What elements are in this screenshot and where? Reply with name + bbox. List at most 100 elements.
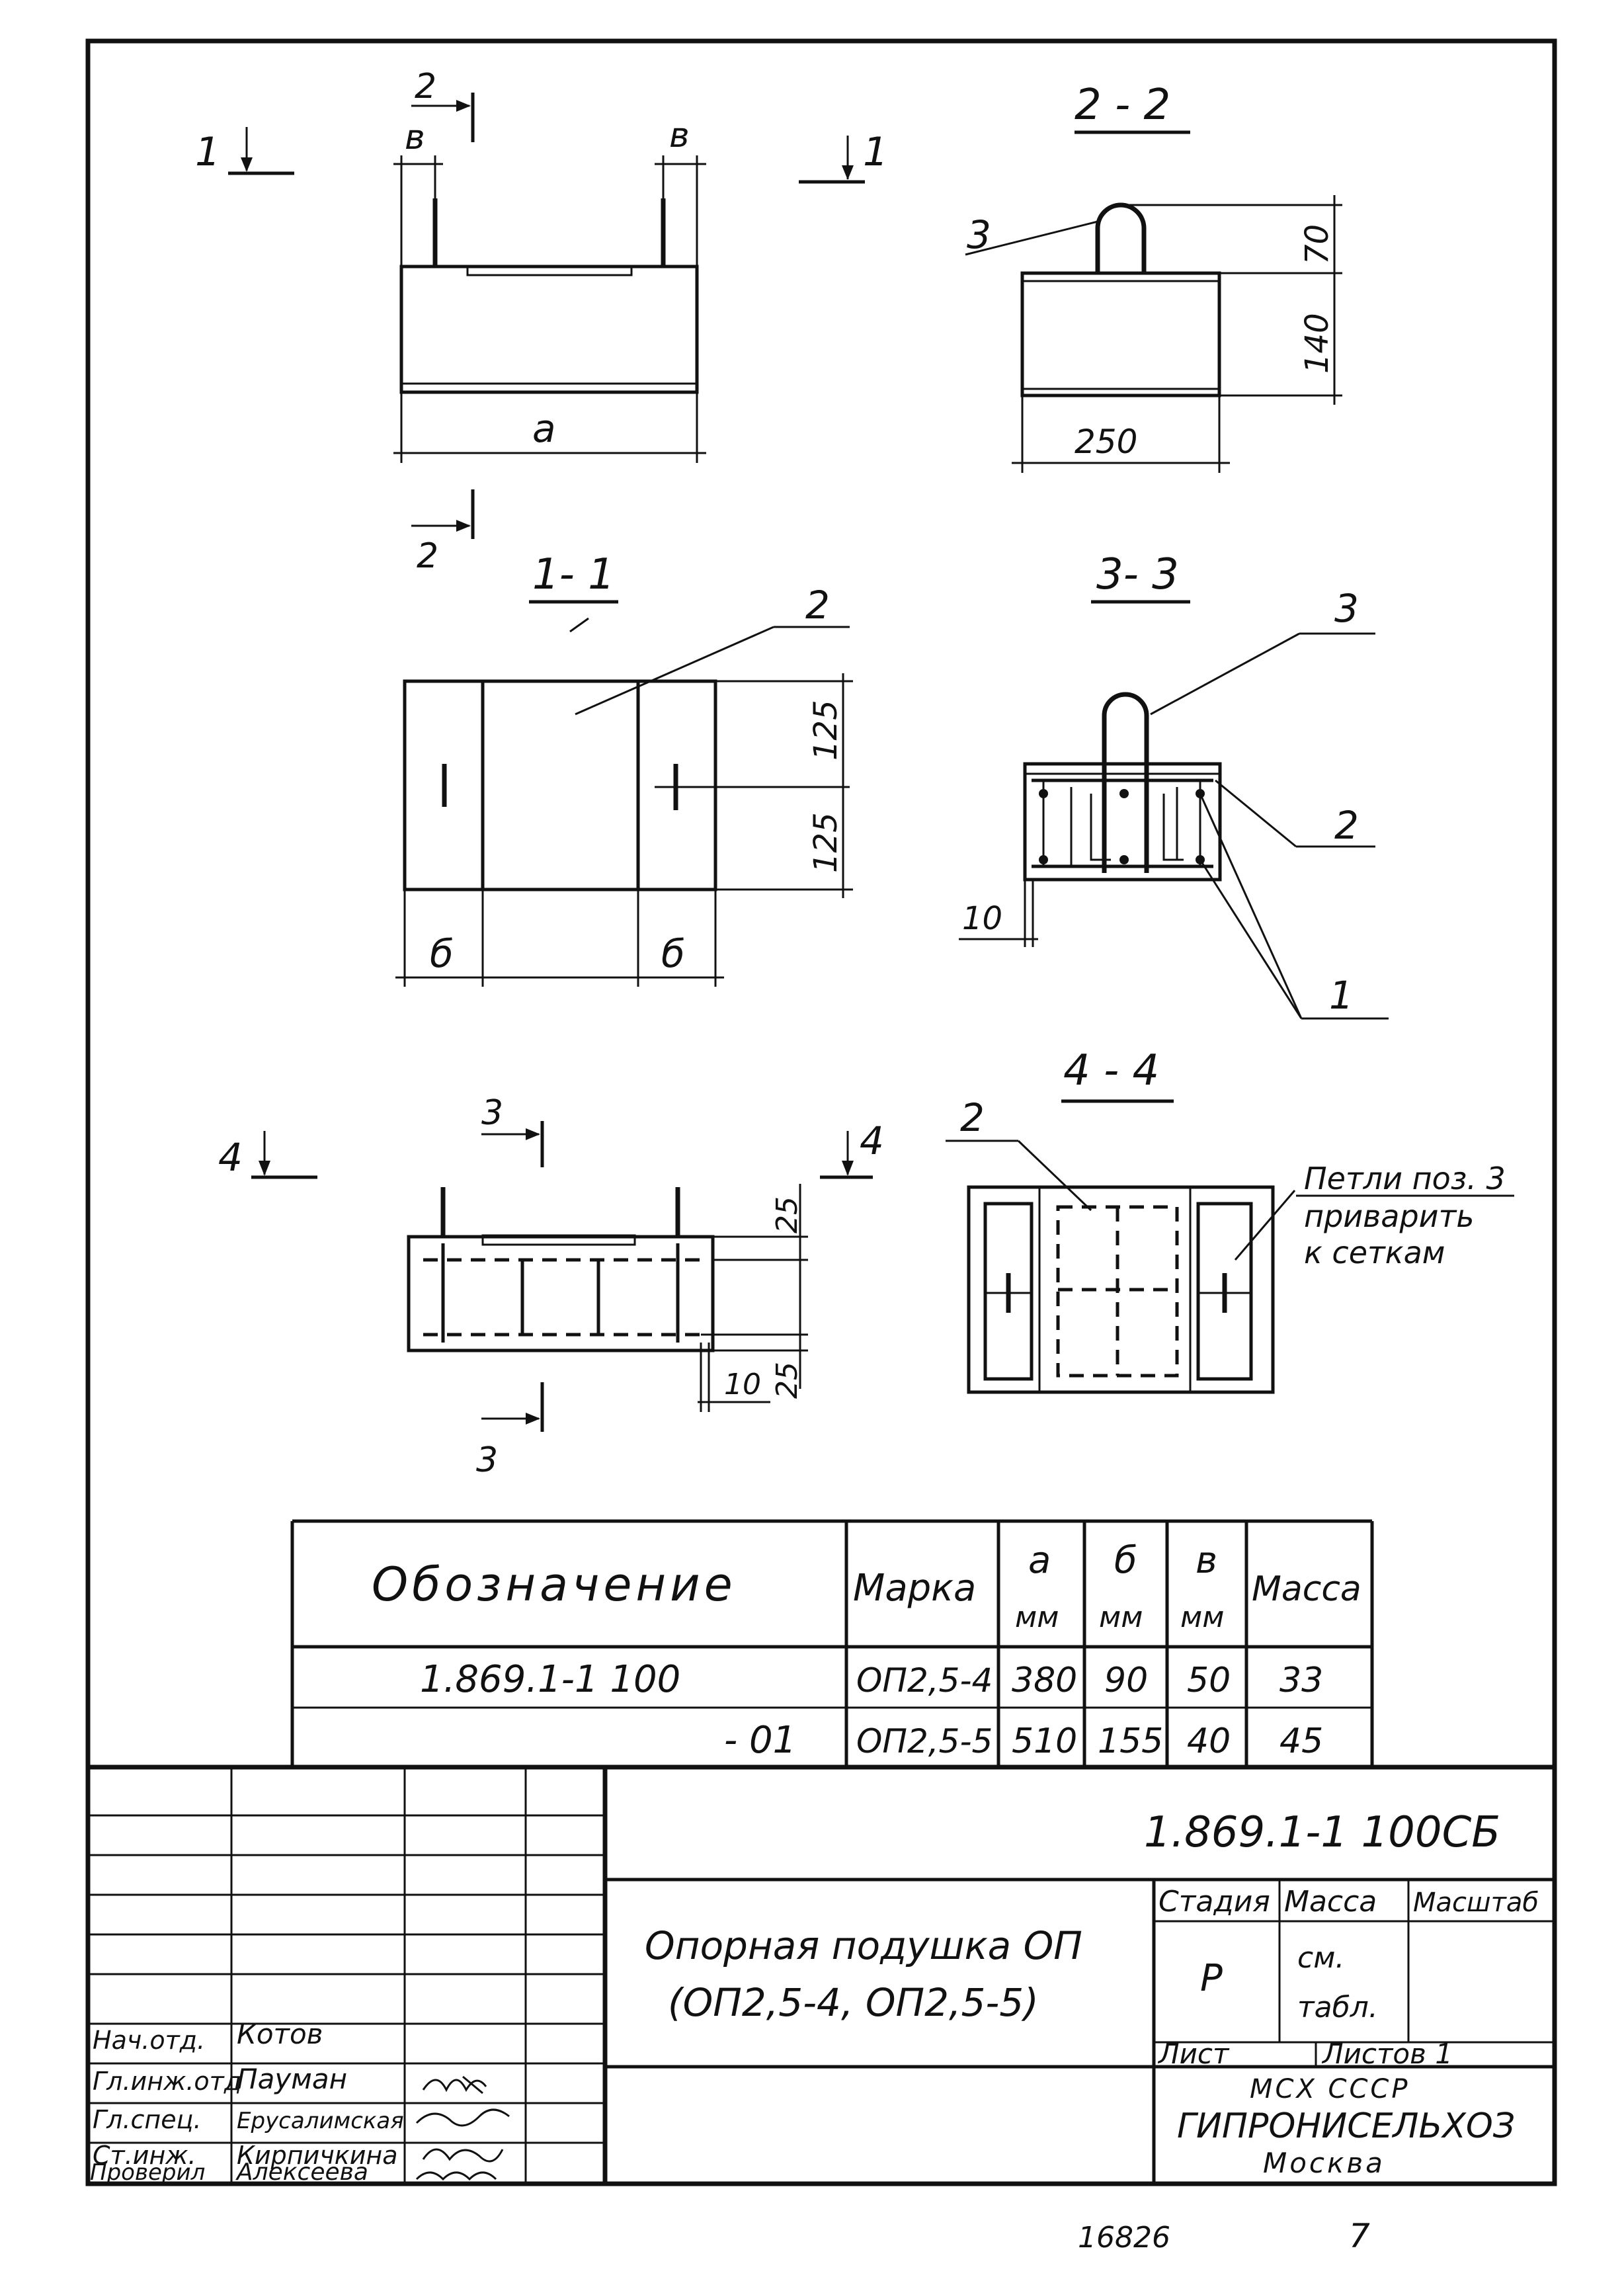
section-3-3-rebar-4 bbox=[1039, 855, 1048, 864]
section-3-3-rebar-2 bbox=[1119, 789, 1129, 798]
title-doc-code: 1.869.1-1 100СБ bbox=[1144, 1808, 1500, 1857]
plan-section-mark-left: 1 bbox=[195, 129, 220, 175]
plan-mesh-bar bbox=[466, 265, 633, 276]
section-4-4-title: 4 - 4 bbox=[1063, 1046, 1159, 1095]
sheet-label: Лист bbox=[1157, 2038, 1230, 2070]
elevation-section-mark-right-arrowhead bbox=[842, 1161, 854, 1176]
elevation-view: 4 4 3 3 25 25 10 bbox=[218, 1093, 884, 1480]
spec-row1-v: 50 bbox=[1187, 1661, 1231, 1700]
elevation-section-mark-left: 4 bbox=[218, 1135, 243, 1180]
elevation-cut3-bottom: 3 bbox=[476, 1440, 498, 1480]
mass-value-1: см. bbox=[1297, 1941, 1344, 1975]
name-5: Алексеева bbox=[235, 2159, 368, 2186]
role-1: Нач.отд. bbox=[93, 2026, 205, 2055]
section-3-3-block bbox=[1023, 762, 1222, 882]
section-3-3-callout-mesh: 2 bbox=[1334, 803, 1359, 848]
section-4-4: 4 - 4 2 Петли поз. 3 приварить к сеткам bbox=[946, 1046, 1514, 1394]
spec-header-v: в bbox=[1196, 1539, 1217, 1582]
spec-header-unit-b: мм bbox=[1099, 1600, 1143, 1634]
scale-label: Масштаб bbox=[1413, 1887, 1539, 1918]
spec-row2-v: 40 bbox=[1187, 1721, 1231, 1761]
spec-header-designation: Обозначение bbox=[372, 1557, 737, 1612]
signature-2 bbox=[415, 2108, 510, 2127]
section-4-4-note-line3: к сеткам bbox=[1304, 1235, 1445, 1270]
section-1-1-title-tick bbox=[569, 617, 589, 633]
signature-4 bbox=[415, 2171, 497, 2181]
spec-row2-b: 155 bbox=[1098, 1721, 1163, 1761]
title-line1: Опорная подушка ОП bbox=[645, 1923, 1082, 1968]
section-3-3-callout-loop: 3 bbox=[1334, 586, 1359, 631]
plan-section-mark-right: 1 bbox=[863, 129, 888, 175]
section-4-4-block bbox=[967, 1185, 1275, 1394]
spec-header-mass: Масса bbox=[1252, 1569, 1361, 1609]
spec-row2-designation: - 01 bbox=[724, 1719, 796, 1762]
section-4-4-note-line2: приварить bbox=[1304, 1198, 1474, 1234]
spec-header-unit-a: мм bbox=[1015, 1600, 1059, 1634]
section-3-3: 3- 3 3 2 1 10 bbox=[959, 550, 1389, 1020]
section-4-4-callout-leader bbox=[1017, 1140, 1092, 1212]
footer-page-number: 7 bbox=[1349, 2217, 1370, 2255]
section-3-3-hook-left bbox=[1070, 787, 1111, 866]
plan-cut2-top-arrowhead bbox=[456, 100, 471, 112]
role-3: Гл.спец. bbox=[93, 2105, 202, 2134]
plan-dim-a: а bbox=[532, 406, 556, 451]
section-2-2-loop bbox=[1095, 202, 1147, 273]
elevation-block bbox=[407, 1235, 715, 1352]
plan-cut2-bottom-arrowhead bbox=[456, 520, 471, 532]
spec-header-a: а bbox=[1028, 1539, 1051, 1582]
section-1-1-callout-leader bbox=[575, 626, 774, 716]
section-2-2-callout: 3 bbox=[967, 212, 991, 257]
section-1-1-plate bbox=[403, 679, 717, 892]
elevation-dim-bottom: 25 bbox=[770, 1362, 804, 1399]
section-1-1-dim-left: б bbox=[430, 931, 454, 976]
section-2-2-title: 2 - 2 bbox=[1075, 81, 1170, 130]
section-1-1: 1- 1 2 125 125 б б bbox=[395, 550, 853, 987]
section-1-1-dim-top: 125 bbox=[807, 700, 844, 761]
section-4-4-callout: 2 bbox=[960, 1095, 985, 1140]
spec-row1-mass: 33 bbox=[1279, 1661, 1323, 1700]
signature-3 bbox=[422, 2148, 504, 2163]
section-3-3-callout-mesh-leader bbox=[1215, 779, 1297, 848]
role-4: Ст.инж. bbox=[93, 2141, 196, 2170]
spec-row2-mark: ОП2,5-5 bbox=[856, 1722, 993, 1761]
org-line1: МСХ СССР bbox=[1250, 2074, 1410, 2104]
name-3: Ерусалимская bbox=[237, 2108, 404, 2134]
name-1: Котов bbox=[237, 2018, 323, 2050]
spec-table: Обозначение Марка а б в мм мм мм Масса 1… bbox=[290, 1519, 1374, 1767]
name-4: Кирпичкина bbox=[237, 2141, 398, 2170]
section-1-1-title: 1- 1 bbox=[532, 550, 615, 599]
spec-header-unit-v: мм bbox=[1180, 1600, 1224, 1634]
title-block: Нач.отд. Котов Гл.инж.отд Пауман Гл.спец… bbox=[88, 1764, 1555, 2186]
sheets-label: Листов 1 bbox=[1321, 2038, 1453, 2070]
spec-row1-mark: ОП2,5-4 bbox=[856, 1661, 993, 1700]
section-2-2: 2 - 2 3 70 140 250 bbox=[965, 81, 1342, 473]
section-2-2-dim-height: 140 bbox=[1299, 313, 1336, 374]
role-5: Проверил bbox=[90, 2159, 205, 2186]
elevation-cut3-top-arrowhead bbox=[526, 1128, 540, 1140]
spec-row2-a: 510 bbox=[1012, 1721, 1077, 1761]
plan-dim-v-right: в bbox=[669, 116, 690, 155]
section-3-3-loop bbox=[1102, 692, 1149, 873]
mass-label: Масса bbox=[1284, 1885, 1377, 1919]
title-line2: (ОП2,5-4, ОП2,5-5) bbox=[668, 1980, 1039, 2025]
section-3-3-title: 3- 3 bbox=[1096, 550, 1179, 599]
section-2-2-dim-loop: 70 bbox=[1299, 224, 1336, 265]
section-3-3-callout-bars-leader-1 bbox=[1199, 793, 1303, 1019]
org-line2: ГИПРОНИСЕЛЬХОЗ bbox=[1177, 2106, 1515, 2146]
plan-dim-v-left: в bbox=[405, 118, 425, 157]
mass-value-2: табл. bbox=[1297, 1991, 1378, 2024]
spec-row1-b: 90 bbox=[1104, 1661, 1148, 1700]
footer-inventory-number: 16826 bbox=[1078, 2221, 1170, 2255]
section-4-4-mesh-left bbox=[983, 1202, 1034, 1381]
name-2: Пауман bbox=[237, 2063, 347, 2095]
spec-row1-a: 380 bbox=[1012, 1661, 1077, 1700]
stage-value: Р bbox=[1200, 1957, 1223, 2000]
spec-row1-designation: 1.869.1-1 100 bbox=[420, 1658, 680, 1701]
section-3-3-rebar-5 bbox=[1119, 855, 1129, 864]
section-3-3-callout-bars: 1 bbox=[1329, 973, 1354, 1018]
elevation-section-mark-left-arrowhead bbox=[259, 1161, 270, 1176]
org-line3: Москва bbox=[1263, 2147, 1385, 2179]
plan-cut2-top: 2 bbox=[415, 67, 436, 106]
section-4-4-note-leader bbox=[1234, 1190, 1296, 1261]
